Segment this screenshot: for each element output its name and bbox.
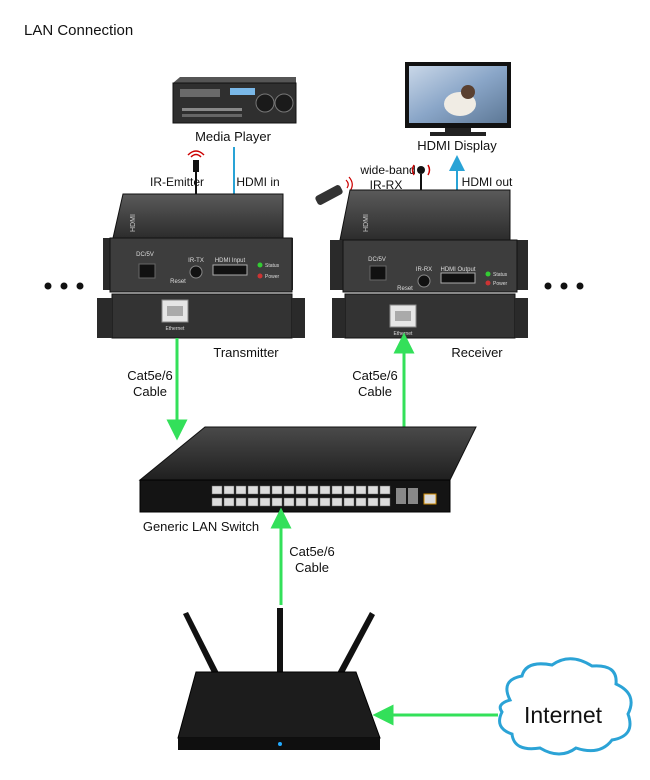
router-device (177, 608, 381, 750)
transmitter-label: Transmitter (213, 345, 279, 360)
rx-hdmi-label: HDMI Output (440, 267, 475, 273)
tx-reset-label: Reset (170, 279, 186, 285)
switch-label: Generic LAN Switch (143, 519, 259, 534)
tx-ethernet-label: Ethernet (166, 326, 186, 332)
receiver-label: Receiver (451, 345, 503, 360)
wideband-label: wide-band (359, 163, 415, 177)
tx-power-label: Power (265, 274, 280, 280)
transmitter-device: HDMI (97, 193, 305, 339)
tx-dc-label: DC/5V (136, 252, 154, 258)
rx-power-label: Power (493, 281, 508, 287)
tx-hdmi-label: HDMI Input (215, 258, 246, 264)
hdmi-out-label: HDMI out (462, 175, 513, 189)
svg-text:HDMI: HDMI (130, 214, 137, 232)
receiver-device: HDMI (330, 189, 528, 339)
internet-label: Internet (524, 702, 603, 728)
rx-irrx-label: IR-RX (416, 267, 432, 273)
tx-status-label: Status (265, 263, 280, 269)
ir-rx-label: IR-RX (370, 178, 403, 192)
more-left-dots (44, 282, 84, 290)
media-player-device (172, 77, 297, 124)
rx-reset-label: Reset (397, 286, 413, 292)
rx-ethernet-label: Ethernet (394, 331, 414, 337)
internet-cloud-icon (498, 657, 633, 756)
media-player-label: Media Player (195, 129, 272, 144)
hdmi-in-label: HDMI in (236, 175, 279, 189)
rx-status-label: Status (493, 272, 508, 278)
svg-text:HDMI: HDMI (363, 214, 370, 232)
remote-control-icon (315, 176, 353, 205)
cable-bottom-label-2: Cable (295, 560, 329, 575)
rx-dc-label: DC/5V (368, 257, 386, 263)
tx-irtx-label: IR-TX (188, 258, 204, 264)
cable-right-label-1: Cat5e/6 (352, 368, 398, 383)
cable-left-label-1: Cat5e/6 (127, 368, 173, 383)
cable-bottom-label-1: Cat5e/6 (289, 544, 335, 559)
hdmi-display-label: HDMI Display (417, 138, 497, 153)
lan-switch-device (138, 426, 477, 513)
cable-left-label-2: Cable (133, 384, 167, 399)
more-right-dots (544, 282, 584, 290)
cable-right-label-2: Cable (358, 384, 392, 399)
hdmi-display-device (405, 62, 511, 136)
page-title: LAN Connection (24, 22, 133, 39)
ir-emitter-label: IR-Emitter (150, 175, 204, 189)
